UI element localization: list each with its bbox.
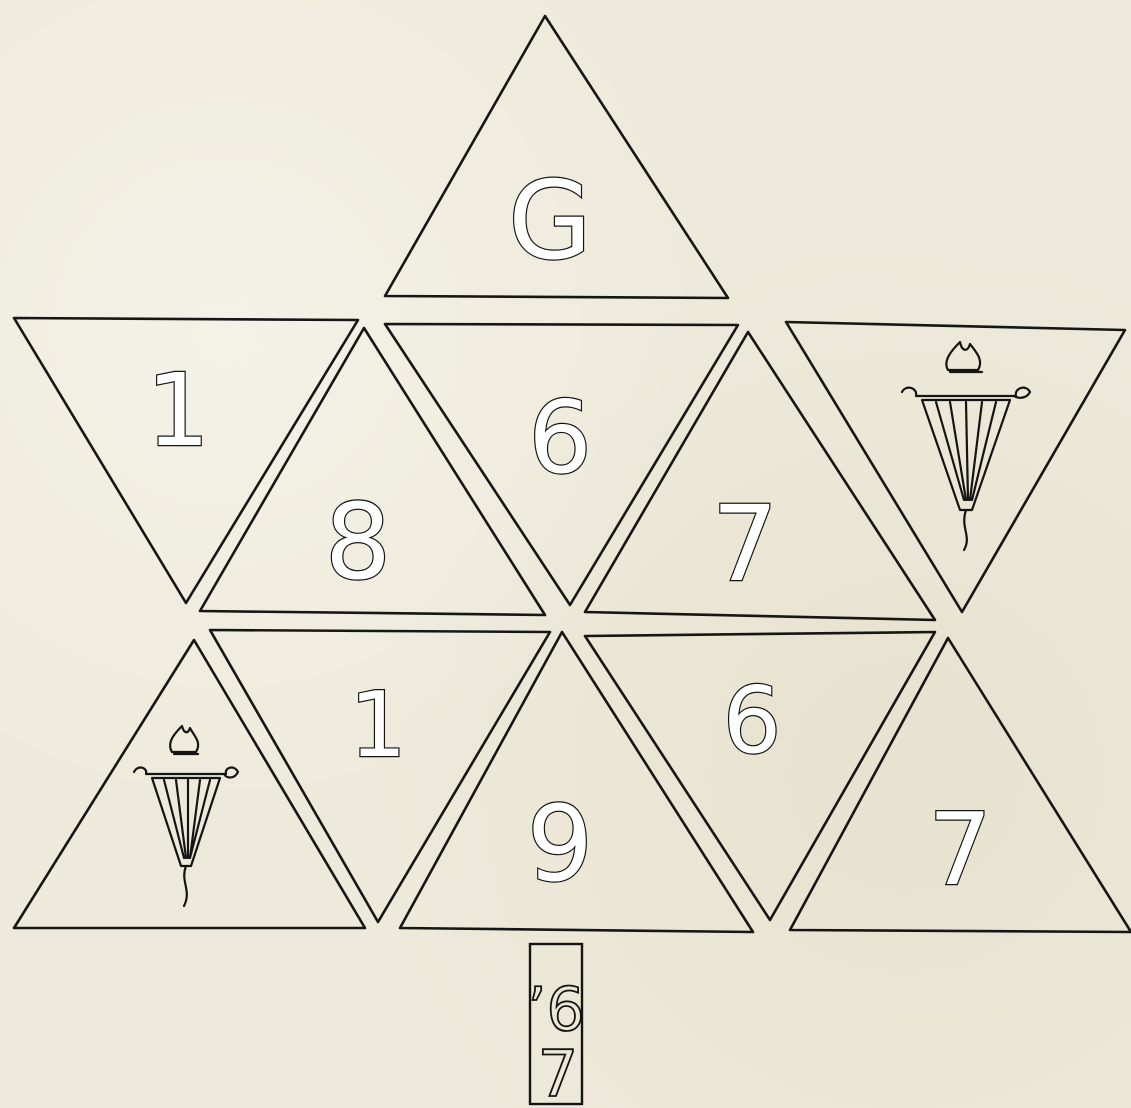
row1-digit-6: 6	[528, 379, 592, 496]
row2-digit-6: 6	[723, 667, 782, 774]
row2-digit-9: 9	[527, 783, 593, 905]
row1-digit-7: 7	[712, 483, 778, 605]
row1-digit-8: 8	[325, 481, 391, 603]
torch-icon	[902, 342, 1030, 550]
row1-digit-1: 1	[146, 352, 210, 469]
stub-top-text: ’6	[527, 975, 584, 1045]
top-letter: G	[508, 159, 592, 284]
torch-icon	[134, 726, 238, 906]
row2-digit-1: 1	[349, 673, 406, 778]
row2-digit-7: 7	[928, 791, 992, 908]
stub-bottom-text: 7	[538, 1038, 579, 1108]
row2-triangle-1	[14, 640, 365, 928]
